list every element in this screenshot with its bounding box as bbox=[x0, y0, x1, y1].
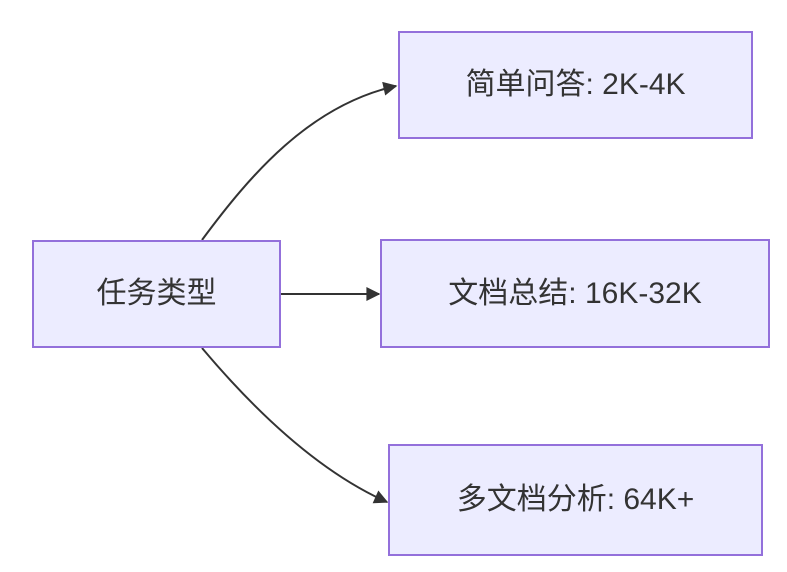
node-doc-summary: 文档总结: 16K-32K bbox=[380, 239, 770, 348]
edge-root-to-multi-doc-analysis bbox=[201, 347, 389, 504]
node-simple-qa: 简单问答: 2K-4K bbox=[398, 31, 753, 139]
edge-root-to-simple-qa bbox=[201, 81, 398, 241]
node-multi-doc-analysis: 多文档分析: 64K+ bbox=[388, 444, 763, 556]
node-task-type: 任务类型 bbox=[32, 240, 281, 348]
